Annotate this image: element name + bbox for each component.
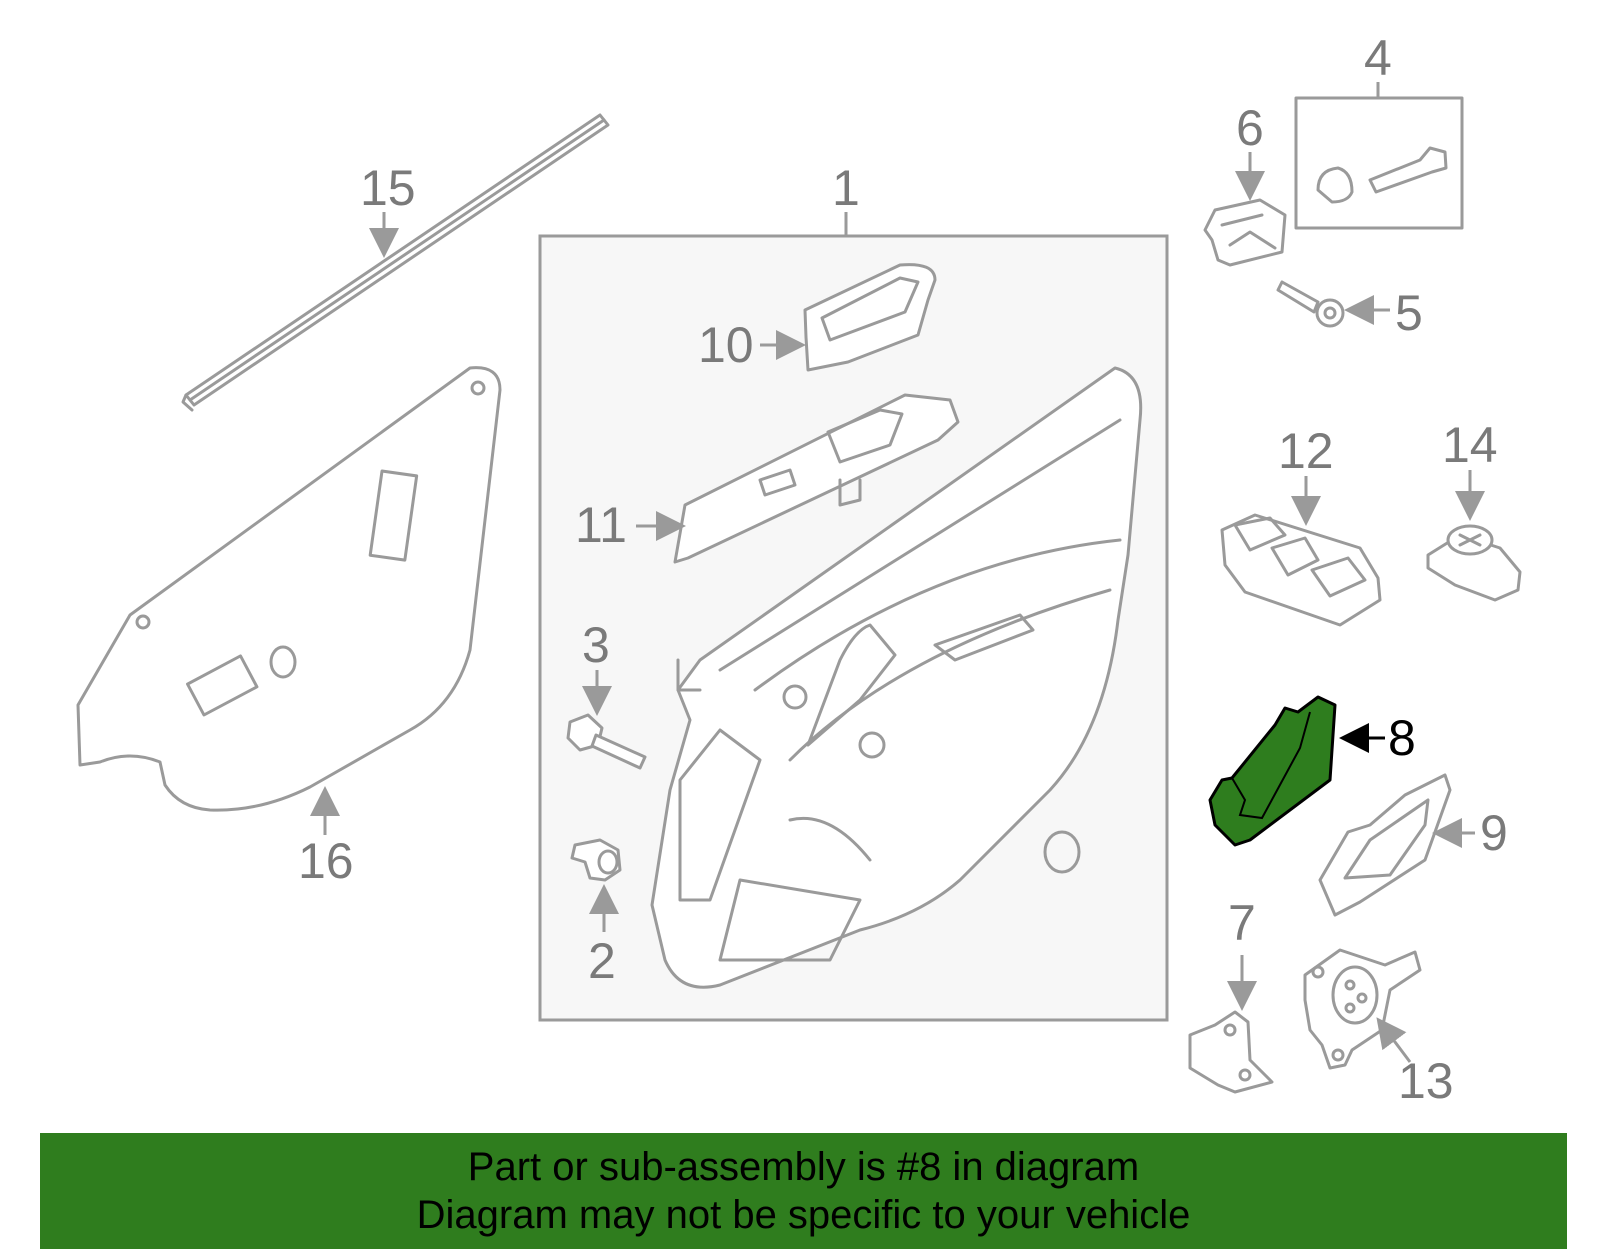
door-trim-panel[interactable] — [650, 366, 1143, 989]
callout-1: 1 — [832, 160, 860, 236]
callout-5: 5 — [1344, 285, 1423, 341]
callout-11: 11 — [575, 497, 686, 553]
svg-text:15: 15 — [360, 160, 416, 216]
part-6-bracket[interactable] — [1203, 198, 1287, 267]
svg-text:10: 10 — [698, 317, 754, 373]
part-5-screw[interactable] — [1276, 280, 1345, 328]
part-11-switch-bezel[interactable] — [673, 393, 960, 564]
svg-text:12: 12 — [1278, 423, 1334, 479]
svg-text:14: 14 — [1442, 417, 1498, 473]
svg-text:6: 6 — [1236, 100, 1264, 156]
part-13-actuator[interactable] — [1303, 948, 1422, 1070]
part-10-pull-handle[interactable] — [803, 263, 937, 372]
info-banner: Part or sub-assembly is #8 in diagram Di… — [40, 1133, 1567, 1249]
part-9-cover-plate[interactable] — [1318, 773, 1452, 917]
callout-9: 9 — [1432, 805, 1508, 861]
part-12-window-switch[interactable] — [1220, 513, 1382, 627]
svg-text:4: 4 — [1364, 30, 1392, 86]
svg-text:2: 2 — [588, 933, 616, 989]
callout-7: 7 — [1227, 895, 1257, 1011]
part-15-weatherstrip[interactable] — [181, 113, 610, 412]
banner-line-1: Part or sub-assembly is #8 in diagram — [467, 1145, 1140, 1189]
part-2-clip[interactable] — [570, 838, 622, 882]
callout-10: 10 — [698, 317, 806, 373]
callout-12: 12 — [1278, 423, 1334, 526]
callout-6: 6 — [1235, 100, 1265, 201]
part-4-hardware-kit[interactable] — [1294, 96, 1464, 230]
callout-15: 15 — [360, 160, 416, 258]
callout-4: 4 — [1364, 30, 1392, 98]
part-7-mount-bracket[interactable] — [1188, 1010, 1274, 1094]
callout-8: 8 — [1339, 710, 1416, 766]
svg-text:9: 9 — [1480, 805, 1508, 861]
part-16-water-shield[interactable] — [76, 366, 502, 812]
svg-text:8: 8 — [1388, 710, 1416, 766]
callout-16: 16 — [298, 786, 354, 889]
callout-14: 14 — [1442, 417, 1498, 521]
svg-text:11: 11 — [575, 497, 627, 553]
callout-2: 2 — [588, 884, 619, 989]
svg-text:13: 13 — [1398, 1053, 1454, 1109]
part-8-highlighted[interactable] — [1208, 695, 1337, 847]
callout-3: 3 — [582, 617, 612, 716]
svg-text:7: 7 — [1228, 895, 1256, 951]
svg-text:16: 16 — [298, 833, 354, 889]
callout-13: 13 — [1376, 1017, 1454, 1109]
part-14-control-switch[interactable] — [1426, 524, 1522, 602]
svg-text:3: 3 — [582, 617, 610, 673]
svg-text:5: 5 — [1395, 285, 1423, 341]
svg-text:1: 1 — [832, 160, 860, 216]
banner-line-2: Diagram may not be specific to your vehi… — [416, 1193, 1191, 1237]
